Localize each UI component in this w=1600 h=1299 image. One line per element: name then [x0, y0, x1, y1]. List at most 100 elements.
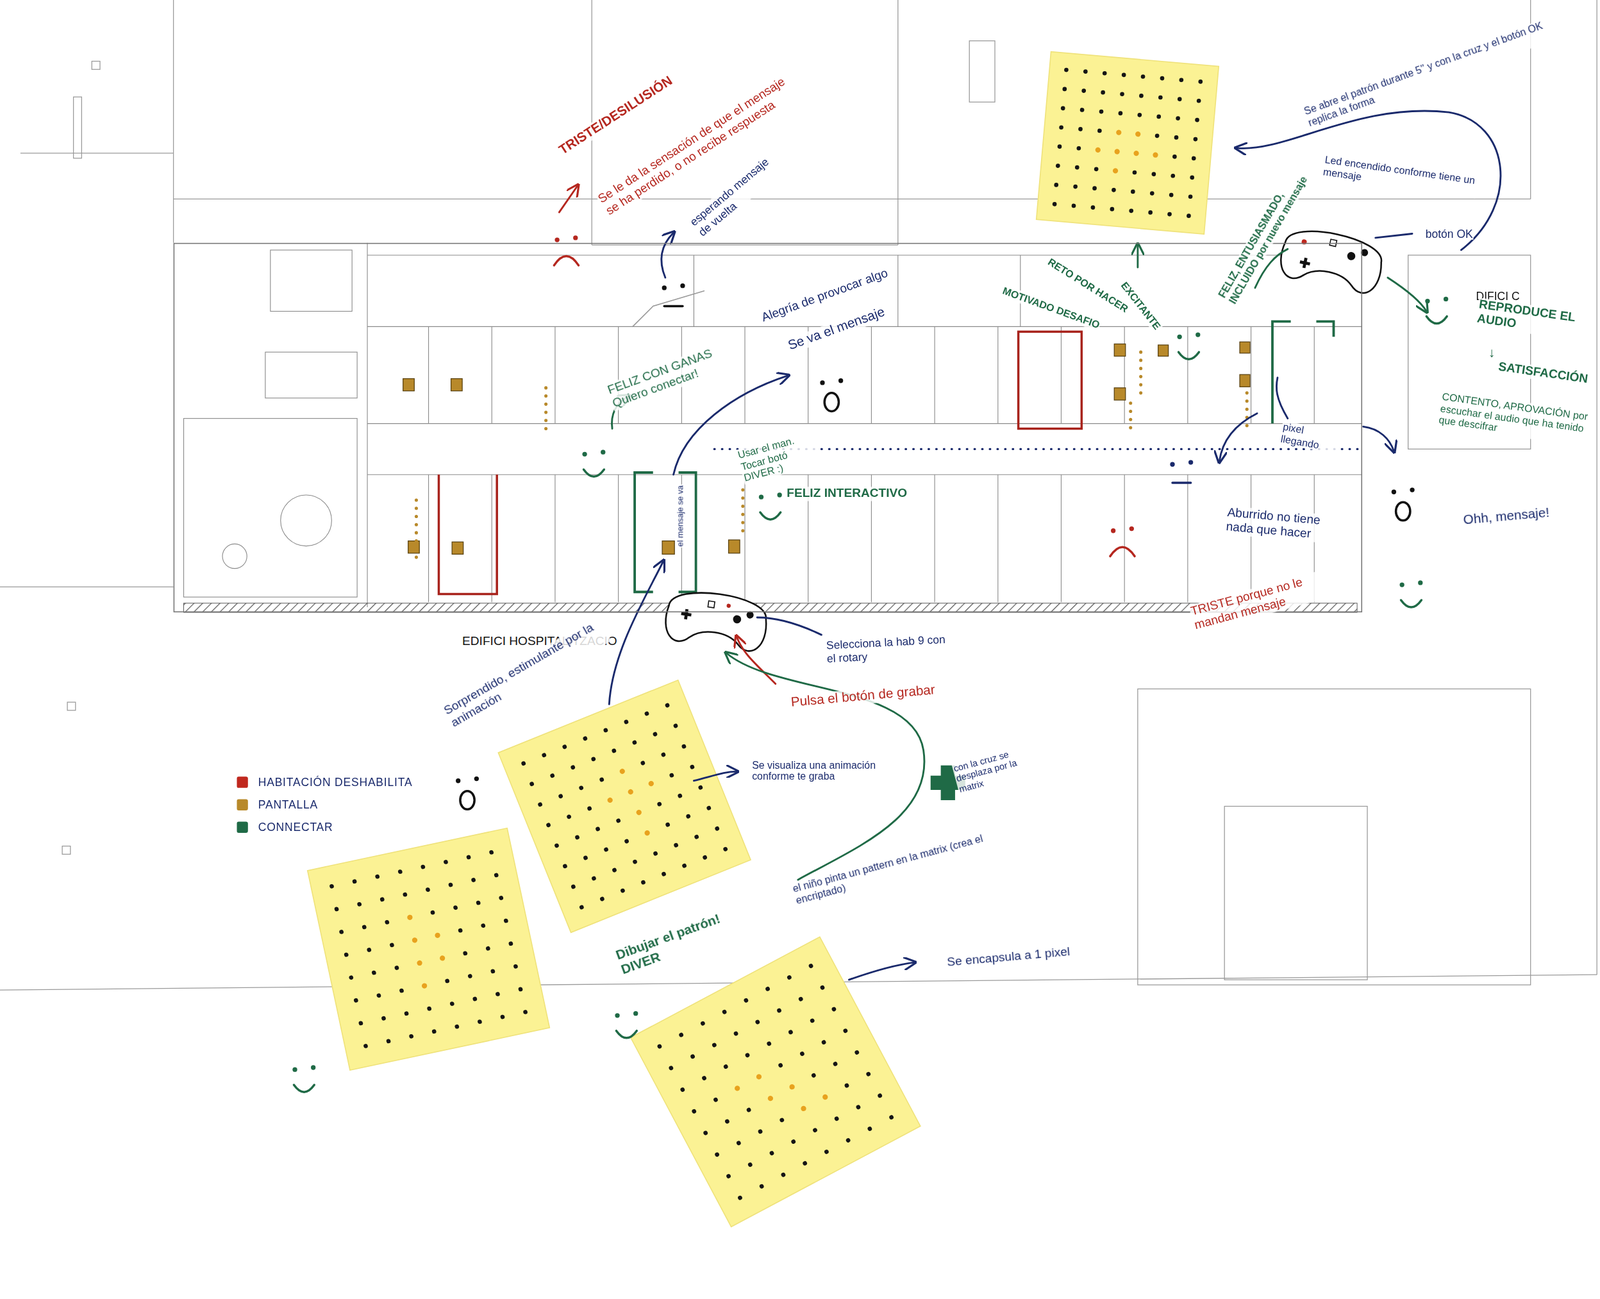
room-wall	[934, 474, 936, 602]
matrix-dot	[1186, 213, 1192, 218]
matrix-dot	[1094, 166, 1099, 172]
matrix-dot	[407, 914, 414, 921]
controller	[662, 587, 770, 654]
face	[1110, 526, 1135, 557]
matrix-dot	[408, 1033, 415, 1039]
face-mouth	[824, 392, 839, 412]
matrix-dot	[799, 1050, 806, 1057]
matrix-dot	[389, 942, 395, 948]
matrix-dot	[1198, 79, 1203, 84]
message-dot	[1139, 358, 1143, 362]
matrix-dot	[757, 1128, 764, 1134]
face-eye	[1169, 462, 1175, 467]
matrix-dot	[1100, 90, 1106, 95]
face-eye	[310, 1064, 316, 1070]
matrix-dot	[1148, 210, 1153, 215]
face	[1399, 580, 1423, 608]
matrix-dot	[673, 723, 679, 729]
room-wall	[934, 326, 936, 424]
matrix-dot	[363, 1042, 369, 1049]
room-wall	[997, 474, 999, 602]
matrix-dot	[425, 887, 431, 893]
matrix-dot	[746, 1107, 752, 1113]
matrix-dot	[1058, 125, 1064, 130]
matrix-dot	[801, 1160, 808, 1167]
matrix-dot	[821, 1039, 827, 1045]
matrix-dot	[647, 780, 655, 788]
message-dot	[1139, 383, 1143, 387]
matrix-dot	[1053, 182, 1059, 188]
face-mouth	[1396, 501, 1411, 521]
annotation: el niño pinta un pattern en la matrix (c…	[790, 824, 1016, 906]
matrix-dot	[1064, 67, 1069, 72]
matrix-dot	[714, 1151, 720, 1158]
room-wall	[617, 474, 619, 602]
legend-row: PANTALLA	[236, 798, 318, 811]
matrix-dot	[606, 796, 614, 804]
message-dot	[414, 530, 418, 534]
matrix-dot	[591, 875, 597, 882]
face-eye	[633, 1010, 638, 1016]
face	[1176, 332, 1200, 359]
face-mouth	[1172, 481, 1192, 484]
message-dot	[741, 528, 745, 533]
matrix-dot	[512, 963, 518, 969]
matrix-dot	[528, 780, 535, 787]
matrix-dot	[1173, 135, 1179, 140]
message-dot	[1128, 425, 1133, 429]
matrix-dot	[537, 801, 543, 808]
matrix-dot	[402, 891, 408, 897]
matrix-dot	[1175, 116, 1181, 121]
matrix-dot	[1133, 150, 1140, 157]
matrix-dot	[426, 1005, 433, 1011]
site-lines	[0, 0, 1597, 990]
matrix-dot	[520, 760, 527, 767]
annotation: Led encendido conforme tiene un mensaje	[1321, 153, 1479, 199]
message-dot	[414, 498, 418, 502]
matrix-dot	[431, 1028, 437, 1034]
matrix-dot	[603, 727, 609, 734]
matrix-dot	[610, 748, 617, 754]
sticky-paper	[498, 680, 751, 933]
annotation: FELIZ, ENTUSIASMADO, INCLUIDO por nuevo …	[1215, 146, 1322, 307]
matrix-dot	[376, 992, 382, 999]
matrix-dot	[721, 1008, 728, 1015]
face-eye	[1417, 580, 1423, 585]
matrix-dot	[766, 1094, 774, 1102]
room-wall	[1124, 326, 1125, 424]
matrix-dot	[1172, 154, 1177, 159]
matrix-dot	[742, 997, 749, 1004]
matrix-dot	[808, 962, 815, 969]
matrix-dot	[833, 1115, 840, 1122]
matrix-dot	[623, 838, 630, 845]
matrix-dot	[471, 877, 477, 883]
matrix-dot	[843, 1082, 850, 1089]
matrix-dot	[693, 833, 700, 840]
matrix-dot	[787, 1028, 794, 1035]
matrix-dot	[1057, 144, 1062, 149]
matrix-dot	[379, 896, 385, 902]
matrix-dot	[705, 805, 712, 811]
matrix-dot	[586, 805, 593, 812]
matrix-dot	[434, 932, 442, 939]
face-eye	[573, 235, 578, 240]
face-eye	[614, 1012, 620, 1018]
matrix-dot	[626, 788, 634, 796]
face-eye	[1425, 298, 1430, 304]
message-dot	[414, 514, 418, 518]
matrix-dot	[566, 814, 572, 820]
room-wall	[491, 474, 493, 602]
matrix-dot	[500, 1014, 506, 1020]
annotation: botón OK	[1424, 226, 1474, 240]
message-dots	[414, 350, 1249, 559]
matrix-dot	[697, 784, 704, 791]
sticky-note	[498, 680, 751, 933]
matrix-dot	[582, 855, 589, 861]
matrix-dot	[1083, 69, 1088, 74]
face-mouth	[760, 512, 781, 520]
matrix-dot	[490, 968, 496, 974]
matrix-dot	[598, 776, 605, 783]
matrix-dot	[358, 1020, 364, 1026]
matrix-dot	[652, 731, 659, 738]
